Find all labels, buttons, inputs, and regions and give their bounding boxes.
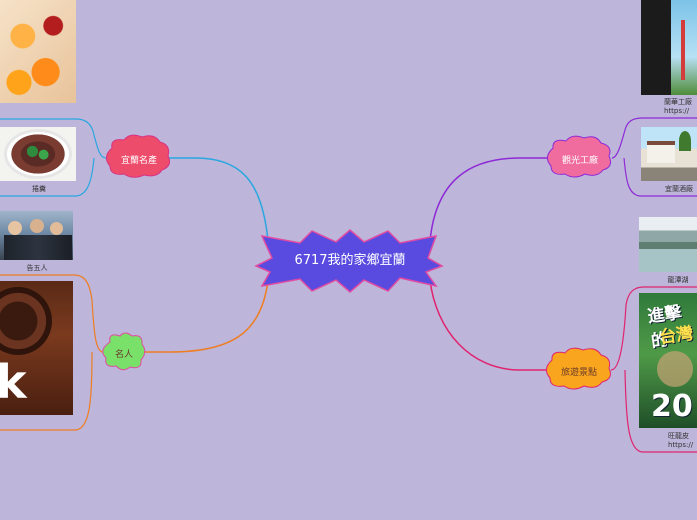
image-persimmon-dessert bbox=[0, 0, 76, 103]
image-banner: 進擊的 台灣 20 bbox=[639, 293, 697, 428]
connector-attractions bbox=[429, 279, 550, 371]
connector-people bbox=[143, 279, 269, 353]
node-people-cloud bbox=[102, 332, 146, 371]
node-attractions-label[interactable]: 旅遊景點 bbox=[560, 368, 597, 378]
node-tourism-factory-label[interactable]: 觀光工廠 bbox=[561, 156, 598, 166]
node-tourism-factory-cloud bbox=[547, 135, 611, 178]
image-duck-dish bbox=[0, 127, 76, 181]
node-people-label[interactable]: 名人 bbox=[114, 350, 133, 360]
connector-tourism-factory bbox=[429, 157, 550, 242]
image-winery bbox=[641, 127, 697, 181]
image-factory-tower bbox=[641, 0, 697, 95]
central-topic-shape bbox=[254, 229, 444, 293]
node-products-label[interactable]: 宜蘭名產 bbox=[120, 156, 157, 166]
caption-tourism-factory-2: 宜蘭酒廠 bbox=[665, 185, 693, 193]
caption-people-1: 告五人 bbox=[26, 264, 48, 272]
banner-year-text: 20 bbox=[651, 389, 693, 424]
central-topic-label[interactable]: 6717我的家鄉宜蘭 bbox=[294, 253, 406, 268]
connector-products bbox=[168, 157, 269, 242]
image-lake bbox=[639, 217, 697, 272]
banner-small-text: 台灣 bbox=[658, 323, 695, 349]
bracket-tourism-factory bbox=[611, 117, 697, 197]
node-attractions-cloud bbox=[546, 347, 611, 390]
caption-attractions-1: 龍潭湖 bbox=[667, 276, 689, 284]
caption-products-2: 捲糞 bbox=[32, 185, 46, 193]
poster-letter: k bbox=[0, 355, 27, 409]
bracket-people bbox=[0, 274, 104, 431]
image-dark-poster: k bbox=[0, 281, 73, 415]
caption-attractions-2: 旺龍皮 https:// bbox=[668, 432, 694, 449]
node-products-cloud bbox=[106, 134, 170, 178]
bracket-attractions bbox=[610, 286, 697, 453]
caption-tourism-factory-1: 蘭華工廠 https:// bbox=[664, 98, 692, 115]
bracket-products bbox=[0, 118, 107, 197]
image-band-photo bbox=[0, 211, 73, 260]
